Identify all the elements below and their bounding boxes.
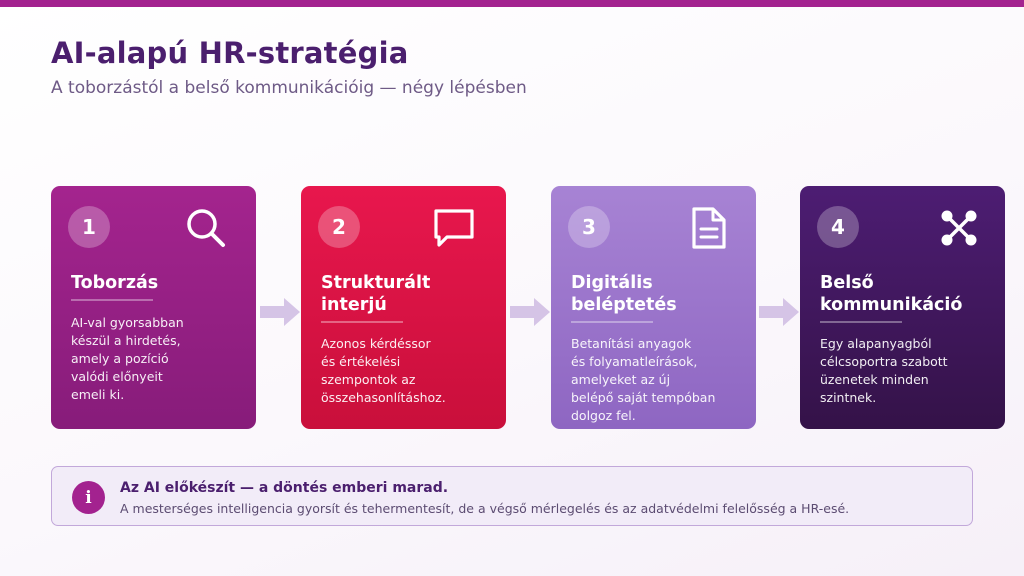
description-line: üzenetek minden	[820, 372, 929, 387]
description-line: készül a hirdetés,	[71, 333, 181, 348]
step-number-badge: 4	[817, 206, 859, 248]
step-title: Belső kommunikáció	[820, 272, 1000, 316]
step-title-line: Strukturált	[321, 273, 431, 293]
description-line: amelyeket az új	[571, 372, 671, 387]
step-card-digital-onboarding: 3 Digitális beléptetés Betanítási anyago…	[551, 186, 756, 429]
description-line: amely a pozíció	[71, 351, 169, 366]
network-icon	[941, 210, 977, 246]
step-description: Azonos kérdéssor és értékelési szemponto…	[321, 335, 499, 407]
step-number-badge: 2	[318, 206, 360, 248]
step-card-recruiting: 1 Toborzás AI-val gyorsabban készül a hi…	[51, 186, 256, 429]
title-divider	[820, 321, 902, 323]
description-line: dolgoz fel.	[571, 408, 636, 423]
note-text: A mesterséges intelligencia gyorsít és t…	[120, 501, 850, 516]
description-line: szempontok az	[321, 372, 416, 387]
info-icon: i	[72, 481, 105, 514]
page-title: AI-alapú HR-stratégia	[51, 36, 409, 70]
description-line: és folyamatleírások,	[571, 354, 698, 369]
description-line: összehasonlításhoz.	[321, 390, 446, 405]
arrow-right-icon	[510, 298, 550, 326]
step-title-line: kommunikáció	[820, 295, 963, 315]
step-title: Toborzás	[71, 272, 251, 294]
description-line: szintnek.	[820, 390, 877, 405]
page-subtitle: A toborzástól a belső kommunikációig — n…	[51, 78, 527, 98]
step-description: AI-val gyorsabban készül a hirdetés, ame…	[71, 314, 249, 404]
arrow-right-icon	[759, 298, 799, 326]
description-line: belépő saját tempóban	[571, 390, 716, 405]
description-line: célcsoportra szabott	[820, 354, 948, 369]
step-title-line: interjú	[321, 295, 387, 315]
info-note: i Az AI előkészít — a döntés emberi mara…	[51, 466, 973, 526]
step-description: Betanítási anyagok és folyamatleírások, …	[571, 335, 749, 425]
step-card-structured-interview: 2 Strukturált interjú Azonos kérdéssor é…	[301, 186, 506, 429]
step-title: Digitális beléptetés	[571, 272, 751, 316]
description-line: AI-val gyorsabban	[71, 315, 184, 330]
chat-bubble-icon	[434, 209, 474, 247]
title-divider	[71, 299, 153, 301]
top-accent-bar	[0, 0, 1024, 7]
step-title-line: Digitális	[571, 273, 653, 293]
step-card-internal-communication: 4 Belső kommunikáció Egy alapanyagból cé…	[800, 186, 1005, 429]
description-line: Azonos kérdéssor	[321, 336, 431, 351]
step-number-badge: 3	[568, 206, 610, 248]
description-line: Betanítási anyagok	[571, 336, 692, 351]
step-description: Egy alapanyagból célcsoportra szabott üz…	[820, 335, 998, 407]
step-title: Strukturált interjú	[321, 272, 501, 316]
step-title-line: Toborzás	[71, 273, 159, 293]
search-icon	[187, 209, 225, 247]
step-title-line: Belső	[820, 273, 874, 293]
document-icon	[692, 207, 726, 249]
note-title: Az AI előkészít — a döntés emberi marad.	[120, 480, 449, 496]
step-number-badge: 1	[68, 206, 110, 248]
title-divider	[571, 321, 653, 323]
description-line: és értékelési	[321, 354, 401, 369]
title-divider	[321, 321, 403, 323]
step-title-line: beléptetés	[571, 295, 677, 315]
description-line: valódi előnyeit	[71, 369, 163, 384]
arrow-right-icon	[260, 298, 300, 326]
description-line: Egy alapanyagból	[820, 336, 932, 351]
description-line: emeli ki.	[71, 387, 125, 402]
